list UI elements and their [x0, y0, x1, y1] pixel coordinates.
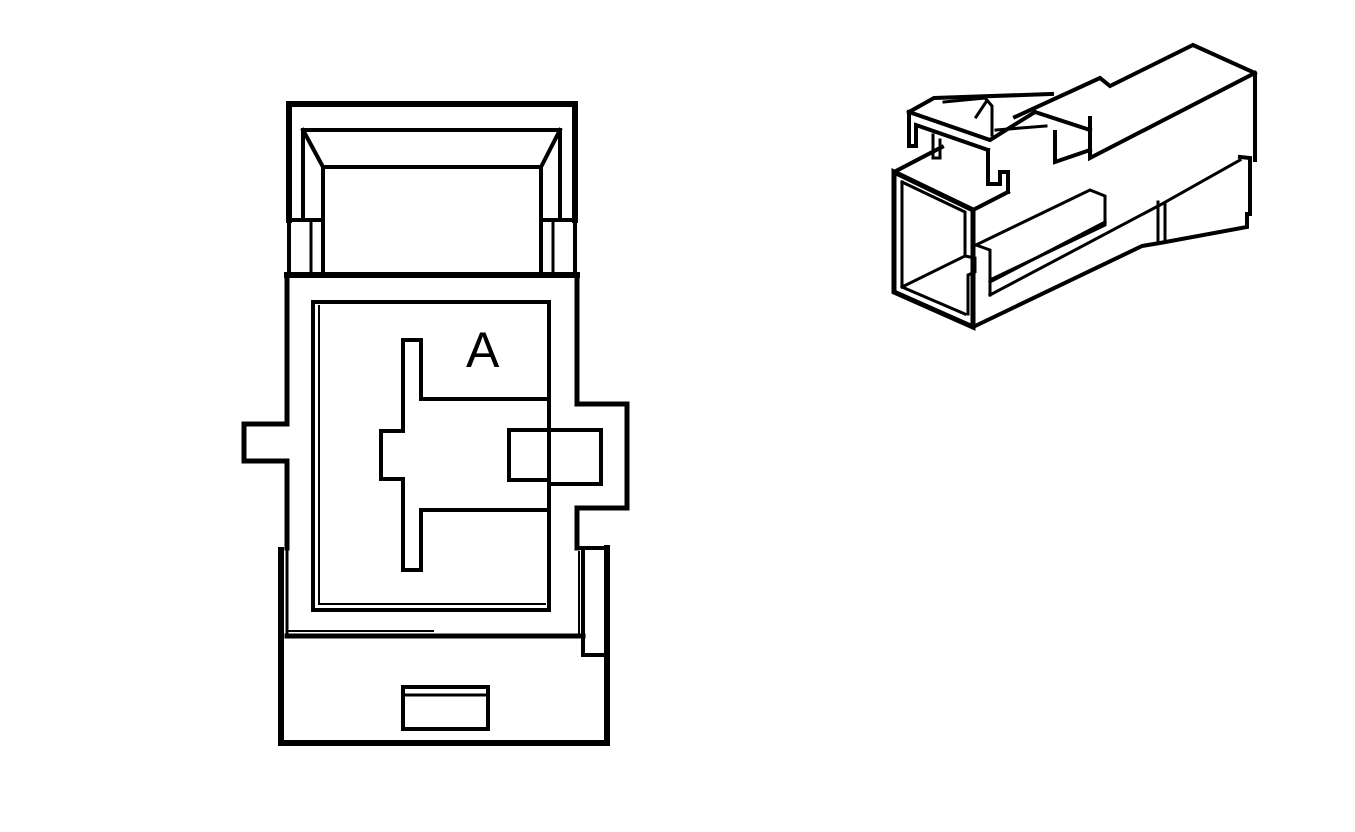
iso-front-mouth [891, 168, 977, 331]
iso-side-rib [970, 154, 1252, 330]
top-shroud [286, 101, 578, 277]
inner-face-frame [311, 300, 551, 612]
cavity-label-a: A [466, 322, 500, 378]
base-housing [278, 545, 610, 746]
main-body [241, 272, 630, 551]
connector-front-view: A [241, 101, 630, 746]
connector-isometric-view [891, 42, 1258, 331]
terminal-cavity-a: A [379, 322, 603, 572]
iso-latch [906, 91, 1055, 160]
iso-rear-body [1012, 42, 1258, 165]
